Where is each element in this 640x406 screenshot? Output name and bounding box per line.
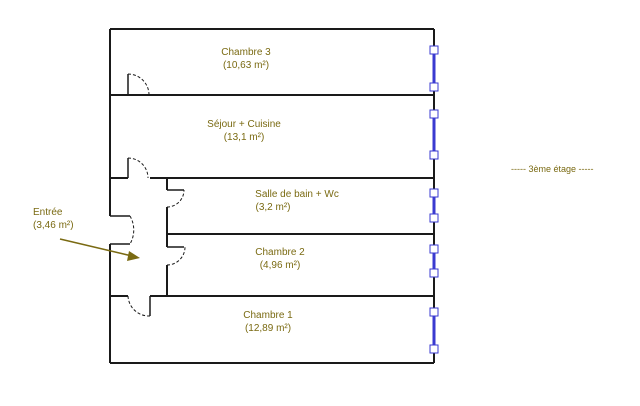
- room-name: Chambre 2: [255, 247, 305, 258]
- doors: [127, 73, 186, 317]
- room-name: Séjour + Cuisine: [207, 119, 281, 130]
- room-name: Entrée: [33, 207, 63, 218]
- room-area: (3,46 m²): [33, 220, 74, 231]
- room-area: (10,63 m²): [222, 60, 270, 71]
- room-label-sejour-cuisine: Séjour + Cuisine (13,1 m²): [207, 118, 281, 144]
- room-name: Chambre 1: [243, 310, 293, 321]
- room-name: Chambre 3: [221, 47, 271, 58]
- windows: [429, 45, 439, 354]
- room-name: Salle de bain + Wc: [255, 189, 339, 200]
- room-label-salle-de-bain: Salle de bain + Wc (3,2 m²): [255, 188, 339, 214]
- room-area: (12,89 m²): [244, 323, 292, 334]
- room-label-chambre-1: Chambre 1 (12,89 m²): [243, 309, 292, 335]
- room-area: (13,1 m²): [223, 132, 265, 143]
- room-area: (3,2 m²): [255, 202, 291, 213]
- room-area: (4,96 m²): [259, 260, 301, 271]
- room-label-chambre-3: Chambre 3 (10,63 m²): [221, 46, 270, 72]
- room-label-chambre-2: Chambre 2 (4,96 m²): [255, 246, 304, 272]
- entrance-arrow: [59, 238, 140, 261]
- floor-label: ----- 3ème étage -----: [511, 164, 594, 174]
- room-label-entree: Entrée (3,46 m²): [33, 206, 74, 232]
